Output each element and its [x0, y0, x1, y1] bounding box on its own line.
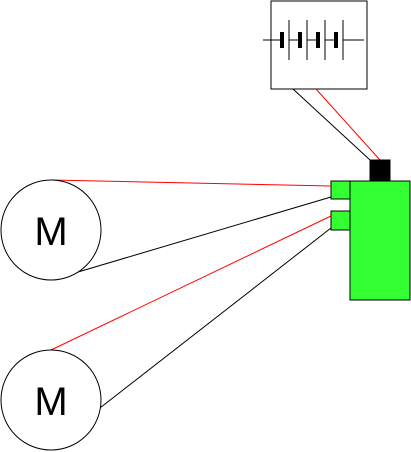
- motor-1-label: M: [34, 210, 67, 254]
- battery-wire-positive: [315, 88, 381, 161]
- battery-icon: [263, 20, 364, 60]
- motor-2: M: [0, 349, 102, 451]
- motor-2-wire-positive: [50, 215, 332, 351]
- motor-1-wire-positive: [50, 179, 332, 187]
- motor-controller: [330, 159, 411, 301]
- controller-port-1: [330, 180, 351, 200]
- battery-wire-negative: [292, 88, 371, 161]
- controller-body: [349, 180, 411, 301]
- motor-1-wire-negative: [50, 196, 332, 281]
- controller-port-2: [330, 210, 351, 231]
- motor-2-circle: [0, 349, 102, 451]
- controller-power-connector: [369, 159, 391, 182]
- motor-2-label: M: [34, 380, 67, 424]
- battery-pack: [263, 0, 368, 90]
- motor-1-circle: [0, 179, 102, 281]
- motor-1: M: [0, 179, 102, 281]
